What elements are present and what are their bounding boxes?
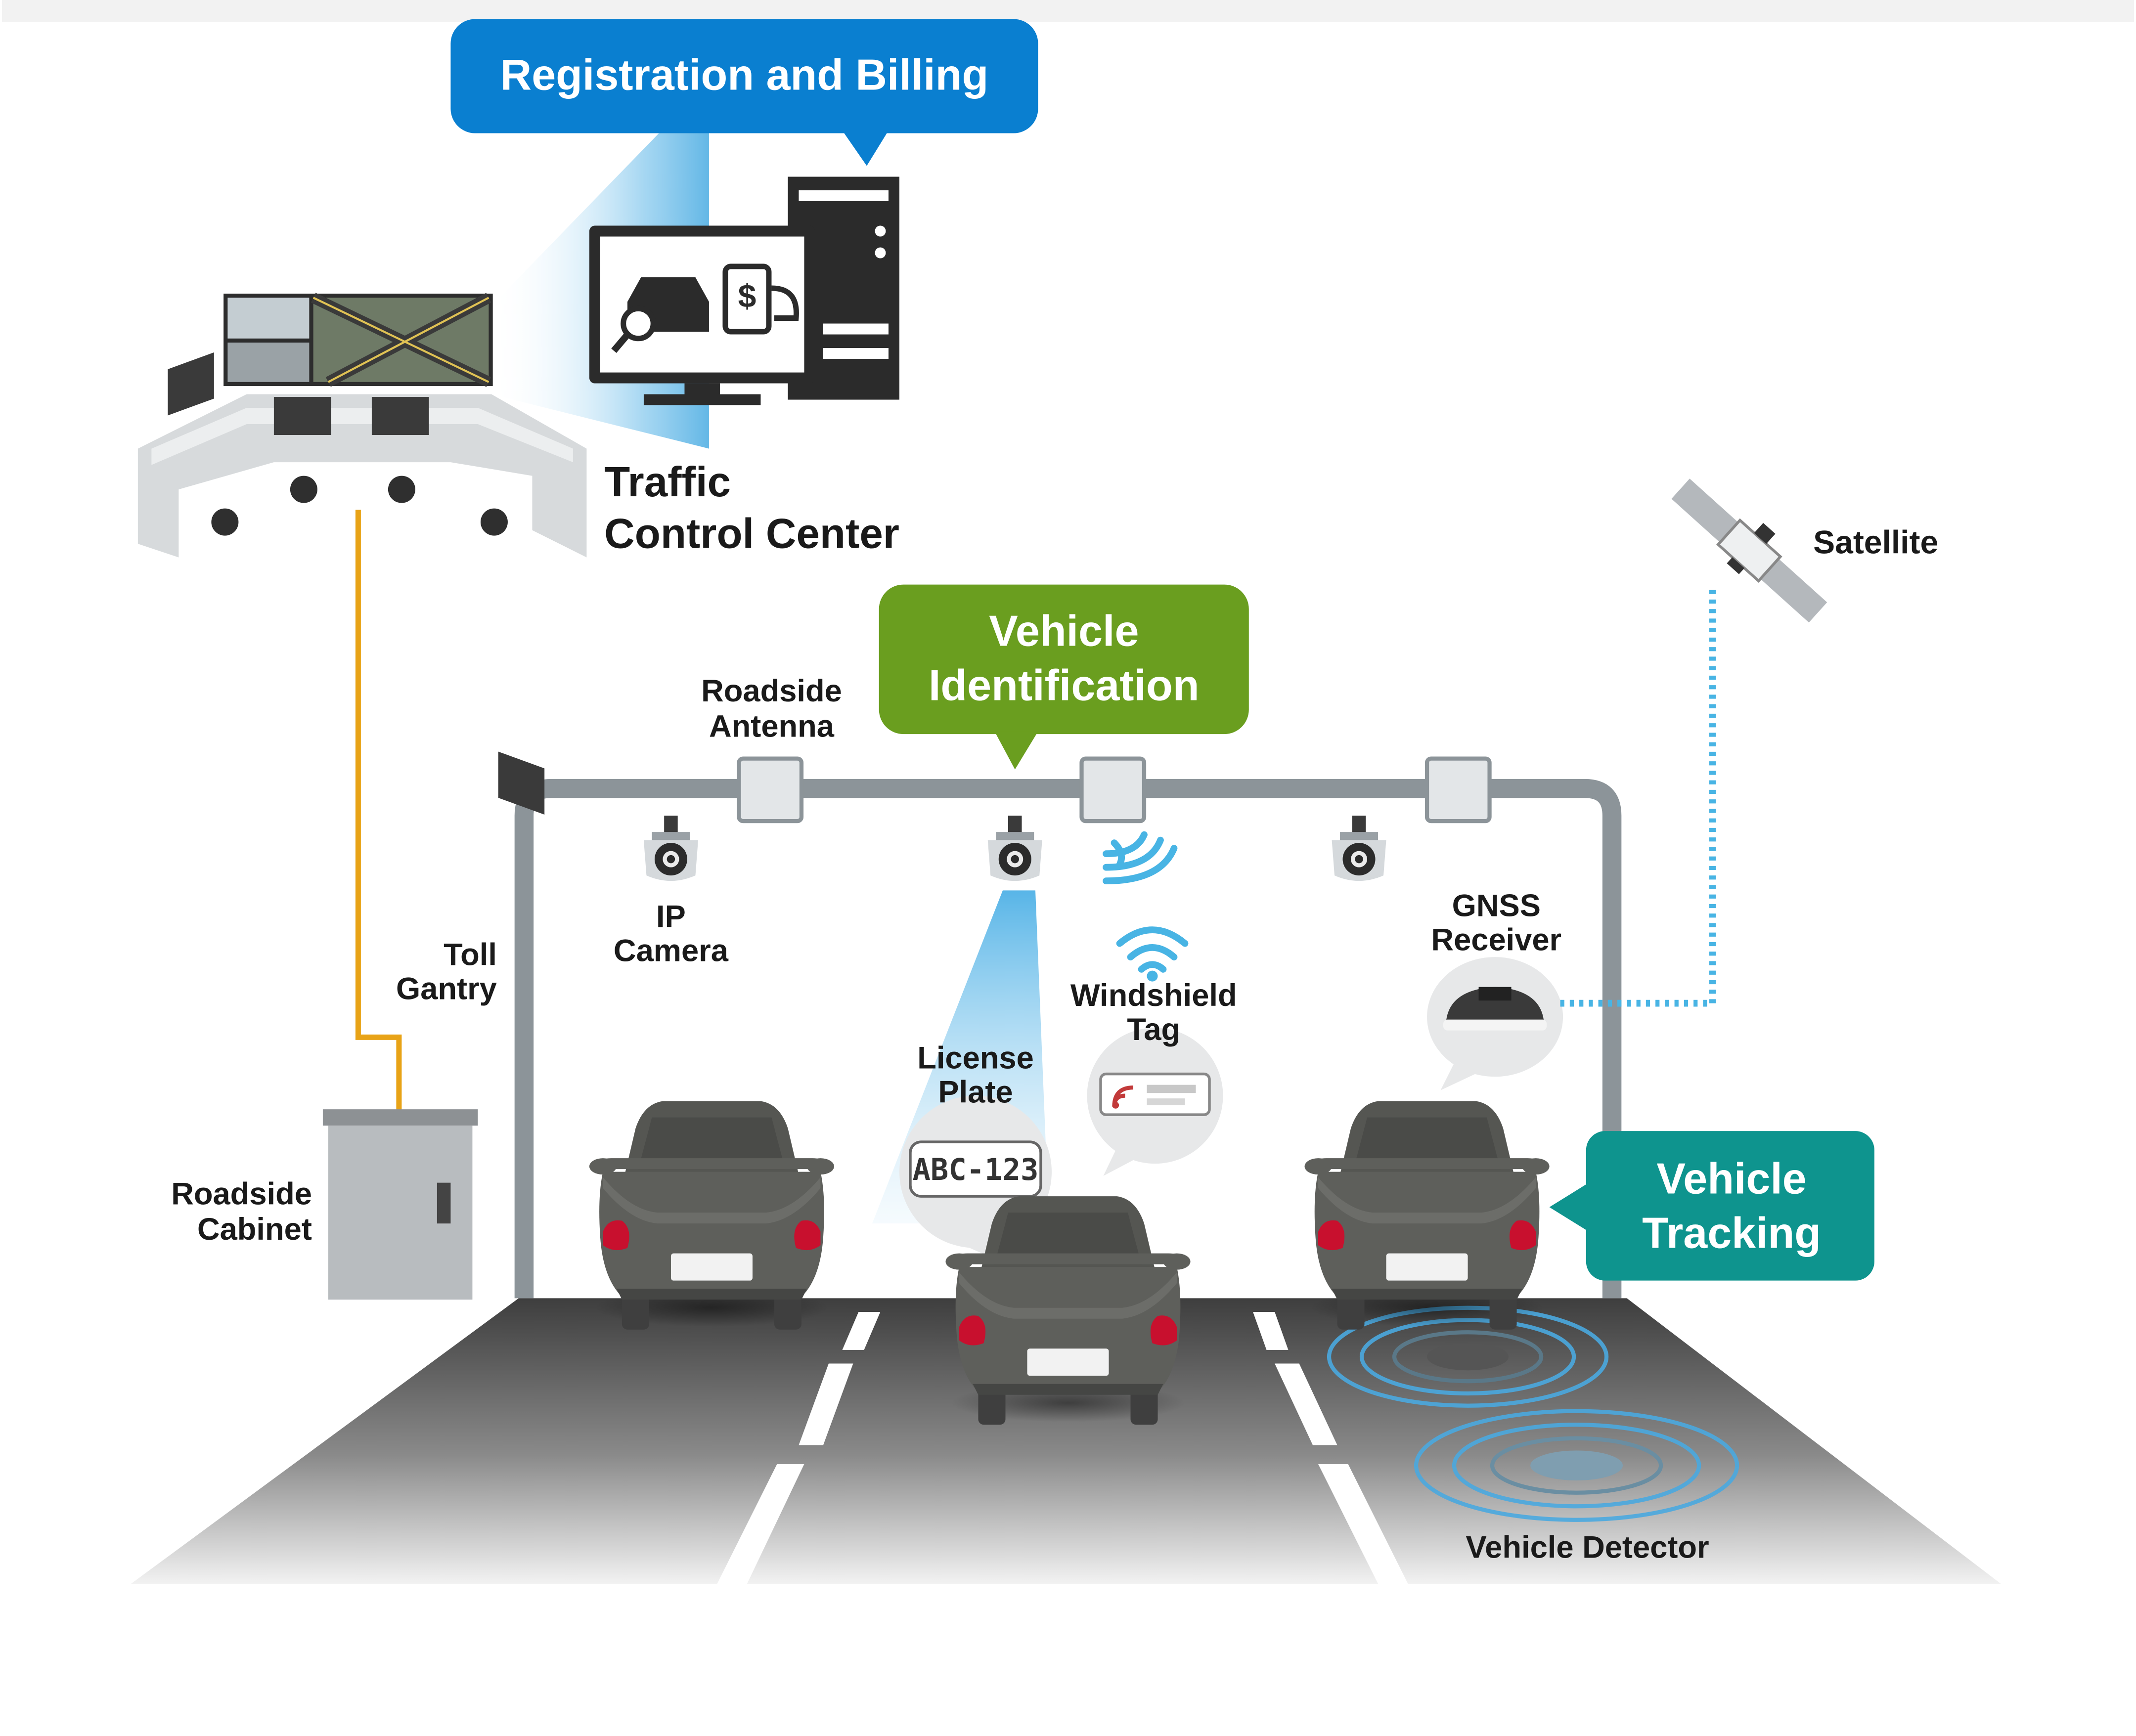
gnss-receiver-line1: GNSS — [1452, 889, 1541, 923]
traffic-control-center-line2: Control Center — [604, 510, 899, 557]
roadside-antenna-icon — [737, 756, 1492, 824]
gnss-receiver-line2: Receiver — [1431, 922, 1561, 957]
roadside-antenna-line2: Antenna — [709, 709, 835, 744]
toll-gantry-line2: Gantry — [396, 971, 497, 1006]
vehicle-identification-line2: Identification — [929, 660, 1200, 709]
roadside-cabinet-line1: Roadside — [171, 1177, 312, 1212]
roadside-antenna-line1: Roadside — [701, 674, 842, 708]
control-link — [355, 510, 402, 1118]
ip-camera-icon — [643, 816, 698, 881]
ip-camera-line1: IP — [656, 900, 686, 934]
vehicle-tracking-line2: Tracking — [1642, 1209, 1821, 1258]
control-room-desk-icon — [137, 352, 587, 815]
car-right — [1304, 1101, 1550, 1330]
toll-gantry-line1: Toll — [444, 938, 497, 972]
roadside-cabinet-icon — [322, 1109, 478, 1300]
satellite-label: Satellite — [1813, 523, 1938, 560]
labels: Traffic Control Center Satellite Roadsid… — [171, 459, 1938, 1565]
desktop-computer-icon: $ — [589, 176, 899, 405]
satellite-link — [1560, 584, 1716, 1007]
license-plate-line2: Plate — [938, 1075, 1013, 1109]
ip-camera-icon — [1332, 816, 1386, 881]
car-left — [589, 1101, 834, 1330]
antenna-signal-icon — [1103, 831, 1178, 885]
registration-billing-text: Registration and Billing — [500, 50, 989, 99]
registration-billing-callout: Registration and Billing — [450, 19, 1038, 166]
lane-markings — [717, 1311, 1408, 1584]
license-plate-line1: License — [917, 1041, 1034, 1076]
vehicle-identification-line1: Vehicle — [989, 606, 1139, 655]
vehicle-identification-callout: Vehicle Identification — [879, 584, 1249, 770]
vehicle-tracking-line1: Vehicle — [1656, 1154, 1806, 1203]
ip-camera-icon — [987, 816, 1042, 881]
windshield-tag-line1: Windshield — [1070, 978, 1237, 1013]
satellite-icon — [1671, 478, 1827, 623]
windshield-tag-line2: Tag — [1127, 1012, 1180, 1047]
license-plate-text: ABC-123 — [913, 1153, 1039, 1187]
video-wall — [223, 293, 493, 387]
ip-camera-line2: Camera — [614, 933, 729, 968]
wifi-icon — [1116, 926, 1189, 973]
roadside-cabinet-line2: Cabinet — [197, 1212, 312, 1247]
top-rule — [1, 0, 2135, 22]
traffic-control-center-line1: Traffic — [604, 459, 731, 506]
gnss-receiver-icon — [1427, 957, 1563, 1090]
loop-detector-icon — [1327, 1305, 1739, 1522]
rfid-tag-icon — [1087, 1028, 1223, 1176]
svg-text:$: $ — [738, 278, 756, 314]
vehicle-tracking-callout: Vehicle Tracking — [1549, 1131, 1874, 1281]
vehicle-detector-label: Vehicle Detector — [1466, 1530, 1709, 1565]
